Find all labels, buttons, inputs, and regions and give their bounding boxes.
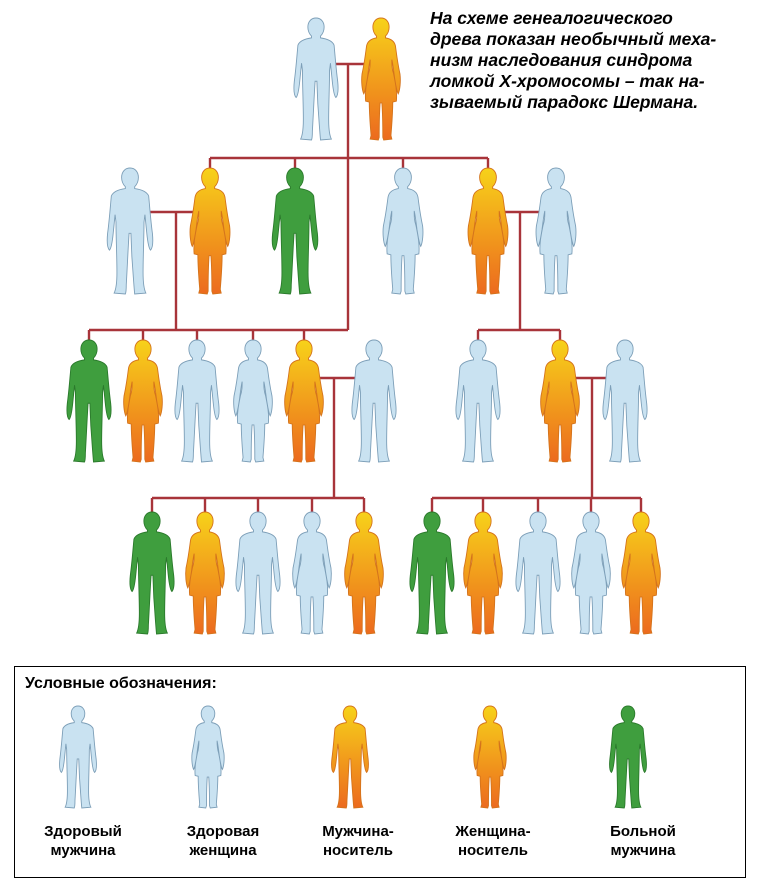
legend-title: Условные обозначения: [25,675,217,692]
person-gen3-9-healthy-male [602,339,648,463]
person-gen4-1-affected-male [129,511,175,635]
legend-figures [59,705,647,809]
legend-label-healthy-female: Здоровая женщина [186,823,260,859]
caption-line-4: ломкой X-хромосомы – так на- [430,71,705,91]
caption-line-2: древа показан необычный меха- [430,29,717,49]
person-gen3-1-affected-male [66,339,112,463]
person-gen1-2-carrier-female [361,17,401,141]
legend-label-carrier-female: Женщина- носитель [455,823,531,859]
person-gen2-5-carrier-female [467,167,509,295]
legend-figure-affected-male [609,705,647,809]
legend-figure-healthy-female [191,705,225,809]
person-gen3-5-carrier-female [284,339,324,463]
person-gen4-7-carrier-female [463,511,503,635]
person-gen2-6-healthy-female [535,167,577,295]
person-gen4-10-carrier-female [621,511,661,635]
legend-figure-healthy-male [59,705,97,809]
pedigree-lines [87,62,643,516]
person-gen3-8-carrier-female [540,339,580,463]
person-gen3-7-healthy-male [455,339,501,463]
pedigree-figures [66,17,661,635]
person-gen4-9-healthy-female [571,511,611,635]
person-gen4-6-affected-male [409,511,455,635]
person-gen2-3-affected-male [271,167,319,295]
person-gen4-3-healthy-male [235,511,281,635]
legend-figure-carrier-female [473,705,507,809]
caption: На схеме генеалогического древа показан … [430,8,755,113]
caption-line-5: зываемый парадокс Шермана. [430,92,699,112]
person-gen4-8-healthy-male [515,511,561,635]
legend: Условные обозначения: Здоровый мужчина З… [14,666,746,878]
person-gen3-3-healthy-male [174,339,220,463]
person-gen4-4-healthy-female [292,511,332,635]
legend-figure-carrier-male [331,705,369,809]
person-gen3-2-carrier-female [123,339,163,463]
legend-label-affected-male: Больной мужчина [610,823,676,859]
caption-line-1: На схеме генеалогического [430,8,673,28]
legend-label-carrier-male: Мужчина- носитель [322,823,394,859]
legend-label-healthy-male: Здоровый мужчина [44,823,122,859]
person-gen4-2-carrier-female [185,511,225,635]
person-gen4-5-carrier-female [344,511,384,635]
person-gen2-4-healthy-female [382,167,424,295]
person-gen2-2-carrier-female [189,167,231,295]
person-gen3-6-healthy-male [351,339,397,463]
person-gen1-1-healthy-male [293,17,339,141]
caption-line-3: низм наследования синдрома [430,50,693,70]
person-gen2-1-healthy-male [106,167,154,295]
person-gen3-4-healthy-female [233,339,273,463]
